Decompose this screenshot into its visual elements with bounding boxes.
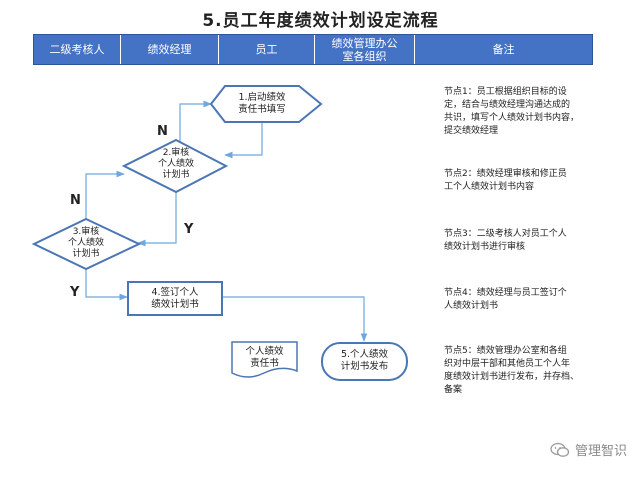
note-node-2: 节点2：绩效经理审核和修正员 工个人绩效计划书内容	[444, 168, 594, 194]
note-line: 节点3：二级考核人对员工个人	[444, 229, 567, 239]
note-line: 人绩效计划书	[444, 301, 499, 311]
lane-header-cell: 二级考核人	[34, 35, 121, 64]
node-3-label-line: 计划书	[72, 249, 100, 259]
note-line: 节点4：绩效经理与员工签订个	[444, 288, 567, 298]
node-4-label: 4.签订个人 绩效计划书	[128, 287, 222, 311]
node-4-label-line: 绩效计划书	[151, 299, 199, 310]
node-3-label-line: 3.审核	[72, 227, 100, 237]
note-line: 备案	[444, 385, 463, 395]
node-2-shape	[121, 138, 229, 194]
page-title: 5.员工年度绩效计划设定流程	[202, 11, 439, 31]
lane-header-cell: 绩效管理办公室各组织	[315, 35, 415, 64]
node-3-label-line: 个人绩效	[67, 238, 104, 248]
note-line: 共识，填写个人绩效计划书内容，	[444, 113, 580, 123]
note-line: 节点5：绩效管理办公室和各组	[444, 346, 567, 356]
document-label-line: 责任书	[250, 358, 279, 369]
note-node-5: 节点5：绩效管理办公室和各组 织对中层干部和其他员工个人年 度绩效计划书进行发布…	[444, 345, 594, 397]
watermark-text: 管理智识	[574, 444, 627, 459]
connector-n4-to-n5	[222, 296, 368, 342]
note-line: 节点2：绩效经理审核和修正员	[444, 169, 567, 179]
node-5-shape	[321, 342, 408, 381]
node-4-shape	[127, 281, 223, 316]
lane-header-cell: 备注	[492, 43, 515, 56]
connector-n2-reject-to-n1	[179, 100, 212, 156]
branch-label-y: Y	[70, 285, 80, 300]
note-line: 定，结合与绩效经理沟通达成的	[444, 100, 571, 110]
document-label: 个人绩效 责任书	[232, 346, 297, 370]
note-line: 绩效计划书进行审核	[444, 242, 526, 252]
node-1-label-line: 1.启动绩效	[238, 92, 286, 103]
node-3-label: 3.审核 个人绩效 计划书	[56, 227, 116, 260]
lane-header-cell: 员工	[219, 35, 315, 64]
note-line: 织对中层干部和其他员工个人年	[444, 359, 571, 369]
note-node-3: 节点3：二级考核人对员工个人 绩效计划书进行审核	[444, 228, 594, 254]
branch-label-n: N	[70, 193, 81, 208]
document-shape	[231, 341, 298, 378]
lane-header-cell: 绩效经理	[121, 35, 219, 64]
node-1-shape	[209, 85, 323, 123]
node-3-shape	[31, 217, 142, 271]
note-line: 提交绩效经理	[444, 126, 499, 136]
note-line: 工个人绩效计划书内容	[444, 182, 535, 192]
watermark: 管理智识	[550, 440, 627, 459]
chat-icon	[550, 442, 570, 457]
node-1-label: 1.启动绩效 责任书填写	[225, 92, 299, 116]
connector-n3-to-n4	[85, 268, 128, 301]
note-line: 度绩效计划书进行发布，并存档、	[444, 372, 580, 382]
node-4-label-line: 4.签订个人	[151, 287, 199, 298]
branch-label-n: N	[157, 124, 168, 139]
node-1-label-line: 责任书填写	[238, 104, 286, 115]
connector-n3-reject-to-n2	[85, 170, 125, 219]
note-line: 节点1：员工根据组织目标的设	[444, 87, 567, 97]
node-2-label-line: 2.审核	[162, 148, 190, 158]
node-2-label: 2.审核 个人绩效 计划书	[146, 148, 206, 181]
note-node-1: 节点1：员工根据组织目标的设 定，结合与绩效经理沟通达成的 共识，填写个人绩效计…	[444, 86, 594, 138]
node-2-label-line: 个人绩效	[157, 159, 194, 169]
node-2-label-line: 计划书	[162, 170, 190, 180]
node-5-label: 5.个人绩效 计划书发布	[322, 349, 407, 373]
document-label-line: 个人绩效	[245, 346, 284, 357]
note-node-4: 节点4：绩效经理与员工签订个 人绩效计划书	[444, 287, 594, 313]
branch-label-y: Y	[184, 222, 194, 237]
node-5-label-line: 5.个人绩效	[340, 349, 389, 360]
lane-header: 二级考核人 绩效经理 员工 绩效管理办公室各组织 备注	[33, 34, 593, 65]
connector-n2-to-n3	[137, 175, 177, 247]
node-5-label-line: 计划书发布	[340, 361, 389, 372]
